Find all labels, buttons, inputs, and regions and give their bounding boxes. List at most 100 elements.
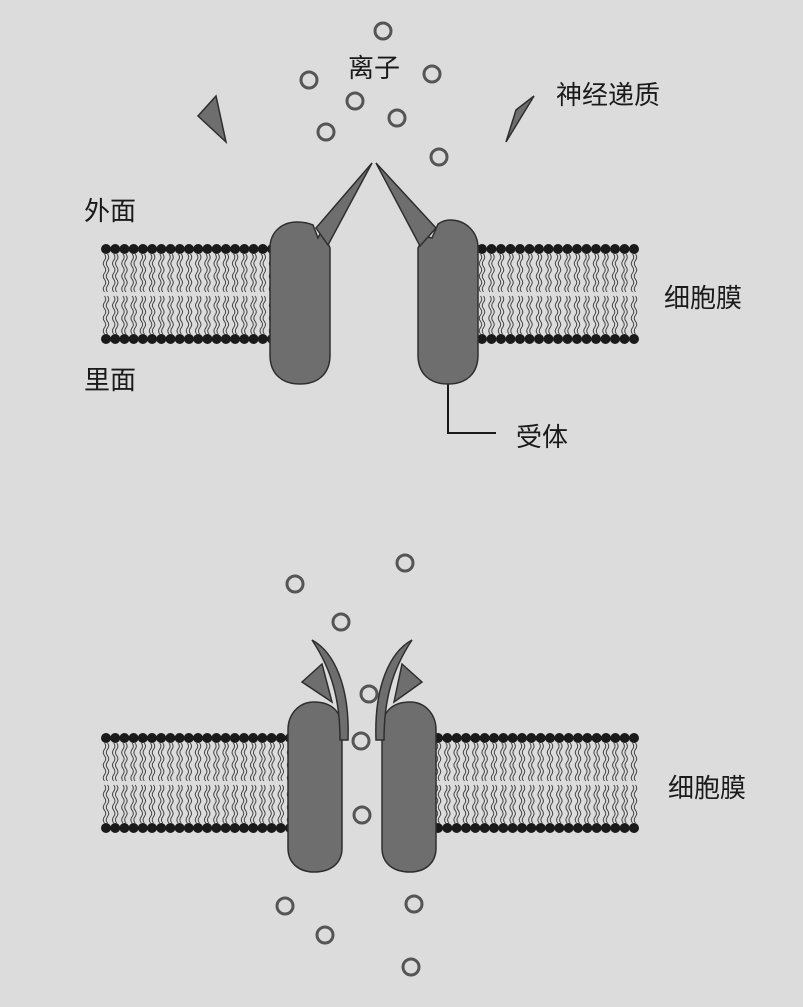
lipid-tail: [453, 784, 457, 824]
lipid-tail: [161, 253, 165, 293]
lipid-tail: [633, 295, 638, 335]
lipid-tail: [121, 295, 125, 335]
lipid-tail: [510, 295, 514, 335]
lipid-tail: [538, 295, 543, 335]
lipid-tail: [130, 295, 134, 335]
lipid-tail: [231, 295, 236, 335]
lipid-tail: [605, 784, 610, 824]
lipid-tail: [216, 784, 220, 824]
lipid-tail: [139, 295, 144, 335]
lipid-tail: [621, 295, 625, 335]
receptor-right-open-flap: [375, 639, 413, 741]
lipid-tail: [121, 784, 125, 824]
lipid-head: [573, 823, 583, 833]
lipid-tail: [231, 742, 236, 782]
lipid-head: [257, 733, 268, 743]
lipid-head: [496, 334, 506, 344]
lipid-tail: [554, 295, 559, 335]
lipid-tail: [595, 295, 600, 335]
ion: [395, 553, 415, 573]
lipid-head: [211, 334, 222, 344]
lipid-tail: [262, 784, 266, 824]
lipid-tail: [630, 784, 635, 824]
lipid-tail: [111, 253, 116, 293]
lipid-tail: [105, 784, 110, 824]
lipid-tail: [614, 253, 619, 293]
lipid-tail: [102, 784, 107, 824]
lipid-head: [451, 823, 462, 833]
lipid-tail: [148, 295, 153, 335]
lipid-head: [563, 823, 574, 833]
lipid-tail: [259, 253, 264, 293]
lipid-tail: [624, 253, 628, 293]
lipid-tail: [437, 784, 442, 824]
lipid-tail: [447, 784, 451, 824]
lipid-tail: [447, 742, 451, 782]
lipid-tail: [241, 295, 245, 335]
lipid-head: [137, 244, 148, 254]
lipid-head: [505, 244, 516, 254]
lipid-tail: [605, 295, 609, 335]
lipid-tail: [490, 742, 495, 782]
lipid-tail: [121, 253, 125, 293]
lipid-tail: [197, 253, 202, 293]
lipid-tail: [596, 742, 600, 782]
ion: [315, 925, 335, 945]
lipid-head: [442, 823, 453, 833]
lipid-tail: [481, 295, 486, 335]
lipid-tail: [133, 253, 137, 293]
lipid-tail: [151, 295, 156, 335]
lipid-head: [498, 733, 509, 743]
lipid-head: [601, 733, 611, 743]
lipid-head: [581, 244, 592, 254]
lipid-tail: [111, 784, 116, 824]
receptor-label: 受体: [516, 423, 568, 453]
lipid-tail: [556, 784, 560, 824]
lipid-tail: [481, 253, 486, 293]
bound-neurotransmitter: [392, 662, 424, 704]
lipid-tail: [602, 784, 607, 824]
lipid-tail: [124, 253, 128, 293]
lipid-tail: [185, 742, 190, 782]
lipid-tail: [142, 784, 147, 824]
lipid-head: [545, 733, 555, 743]
lipid-head: [515, 334, 525, 344]
lipid-tail: [456, 742, 460, 782]
lipid-tail: [204, 253, 208, 293]
lipid-head: [610, 334, 620, 344]
lipid-head: [220, 334, 231, 344]
lipid-head: [535, 733, 546, 743]
lipid-tail: [216, 742, 220, 782]
lipid-tail: [203, 784, 208, 824]
lipid-tail: [111, 295, 116, 335]
lipid-tail: [130, 784, 134, 824]
lipid-head: [572, 244, 582, 254]
lipid-tail: [213, 742, 217, 782]
lipid-head: [489, 733, 499, 743]
lipid-head: [486, 244, 497, 254]
lipid-tail: [206, 784, 211, 824]
lipid-tail: [225, 253, 230, 293]
lipid-tail: [509, 784, 513, 824]
lipid-tail: [537, 742, 541, 782]
lipid-tail: [188, 742, 193, 782]
lipid-tail: [268, 742, 272, 782]
lipid-head: [600, 334, 611, 344]
lipid-tail: [234, 784, 239, 824]
lipid-head: [174, 334, 185, 344]
lipid-head: [119, 334, 130, 344]
lipid-tail: [592, 295, 597, 335]
lipid-head: [562, 334, 573, 344]
lipid-tail: [500, 784, 504, 824]
lipid-head: [266, 733, 277, 743]
lipid-tail: [262, 295, 267, 335]
lipid-tail: [593, 742, 597, 782]
lipid-head: [600, 244, 611, 254]
receptor-left-open-flap: [311, 639, 349, 741]
lipid-head: [496, 244, 506, 254]
lipid-tail: [243, 784, 248, 824]
lipid-head: [248, 733, 259, 743]
lipid-head: [601, 823, 611, 833]
ion: [359, 684, 379, 704]
